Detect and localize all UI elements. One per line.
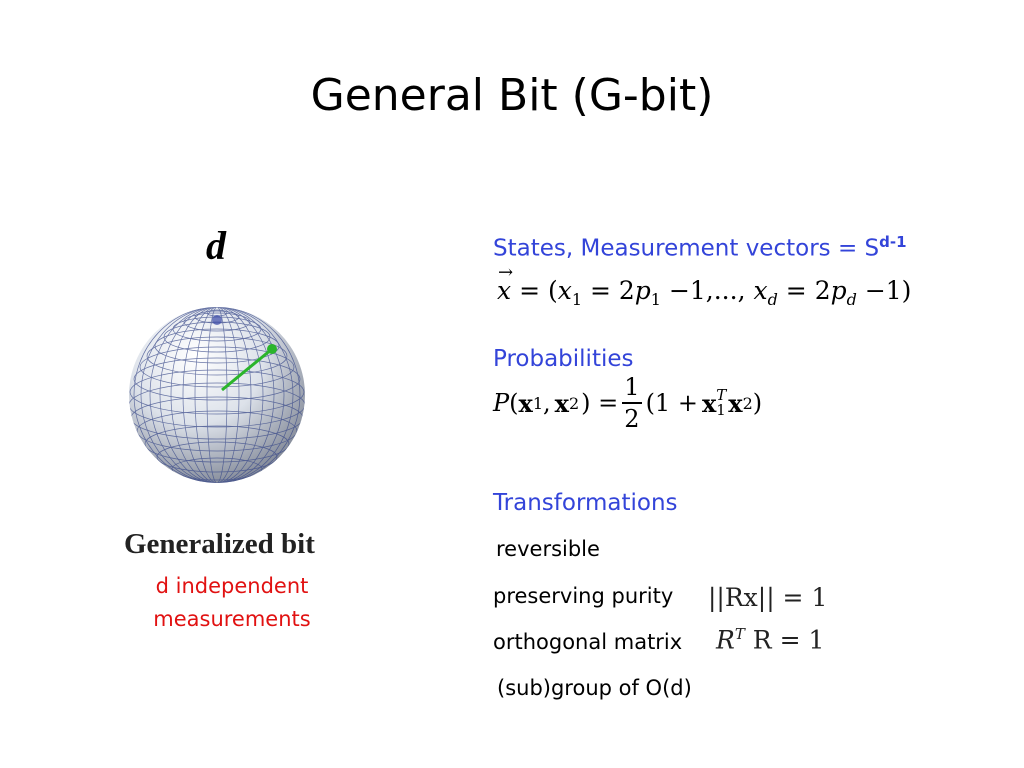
states-heading: States, Measurement vectors = Sd-1 <box>493 233 907 262</box>
formula-part: d <box>767 290 778 309</box>
formula-part: x <box>728 388 743 418</box>
fraction-numerator: 1 <box>622 372 642 404</box>
transformation-item-reversible: reversible <box>496 537 600 561</box>
formula-part: x <box>554 388 569 418</box>
transformation-item-preserving-purity: preserving purity <box>493 584 674 608</box>
formula-part: ( <box>509 389 519 417</box>
vector-x: →x <box>497 262 514 305</box>
transformation-item-orthogonal-matrix: orthogonal matrix <box>493 630 683 654</box>
formula-part: ) = <box>581 389 619 417</box>
independent-measurements-note: d independent measurements <box>100 570 364 636</box>
formula-part: , <box>543 389 551 417</box>
sphere-body <box>129 307 305 483</box>
transformations-heading: Transformations <box>493 490 678 516</box>
formula-part: x <box>701 388 717 418</box>
formula-part: p <box>830 276 847 305</box>
purity-formula: ||Rx|| = 1 <box>708 583 828 612</box>
fraction-denominator: 2 <box>624 405 640 433</box>
formula-part: d <box>846 290 857 309</box>
formula-part: p <box>634 276 651 305</box>
probabilities-heading: Probabilities <box>493 346 634 372</box>
formula-part: x <box>557 276 572 305</box>
states-heading-text: States, Measurement vectors = S <box>493 235 880 262</box>
state-vector-arrow <box>221 347 273 392</box>
formula-part: 1 <box>716 401 726 419</box>
bloch-sphere-figure <box>129 307 305 483</box>
formula-part: −1,..., <box>668 276 746 305</box>
formula-part: 1 <box>650 290 661 309</box>
slide-title: General Bit (G-bit) <box>310 70 714 121</box>
note-line-2: measurements <box>153 607 311 631</box>
states-heading-superscript: d-1 <box>879 233 907 251</box>
formula-part: 1 <box>571 290 583 309</box>
formula-part: = ( <box>519 276 558 305</box>
orthogonal-formula: RT R = 1 <box>716 625 824 654</box>
transformation-item-subgroup: (sub)group of O(d) <box>497 676 692 700</box>
formula-part: T <box>734 625 745 643</box>
formula-part: 2 <box>568 393 580 413</box>
formula-part: ) <box>752 389 763 417</box>
dimension-label: d <box>206 223 226 268</box>
formula-part: 2 <box>742 393 753 413</box>
state-vector-formula: →x = (x1 = 2p1 −1,..., xd = 2pd −1) <box>497 262 912 309</box>
formula-part: T <box>716 386 727 404</box>
generalized-bit-caption: Generalized bit <box>124 528 315 560</box>
formula-part: P <box>493 389 510 417</box>
formula-part: x <box>753 276 768 305</box>
formula-part: = 2 <box>785 276 831 305</box>
one-half-fraction: 1 2 <box>622 372 642 434</box>
formula-part: = 2 <box>589 276 635 305</box>
formula-part: (1 + <box>645 389 698 417</box>
formula-part: R <box>716 625 735 655</box>
formula-part: x <box>518 388 533 418</box>
note-line-1: d independent <box>155 574 309 598</box>
formula-part: −1) <box>864 276 912 305</box>
sphere-grid <box>129 307 305 483</box>
formula-scripts: T 1 <box>716 388 726 418</box>
formula-part: 1 <box>532 393 544 413</box>
formula-part: R = 1 <box>752 625 825 655</box>
